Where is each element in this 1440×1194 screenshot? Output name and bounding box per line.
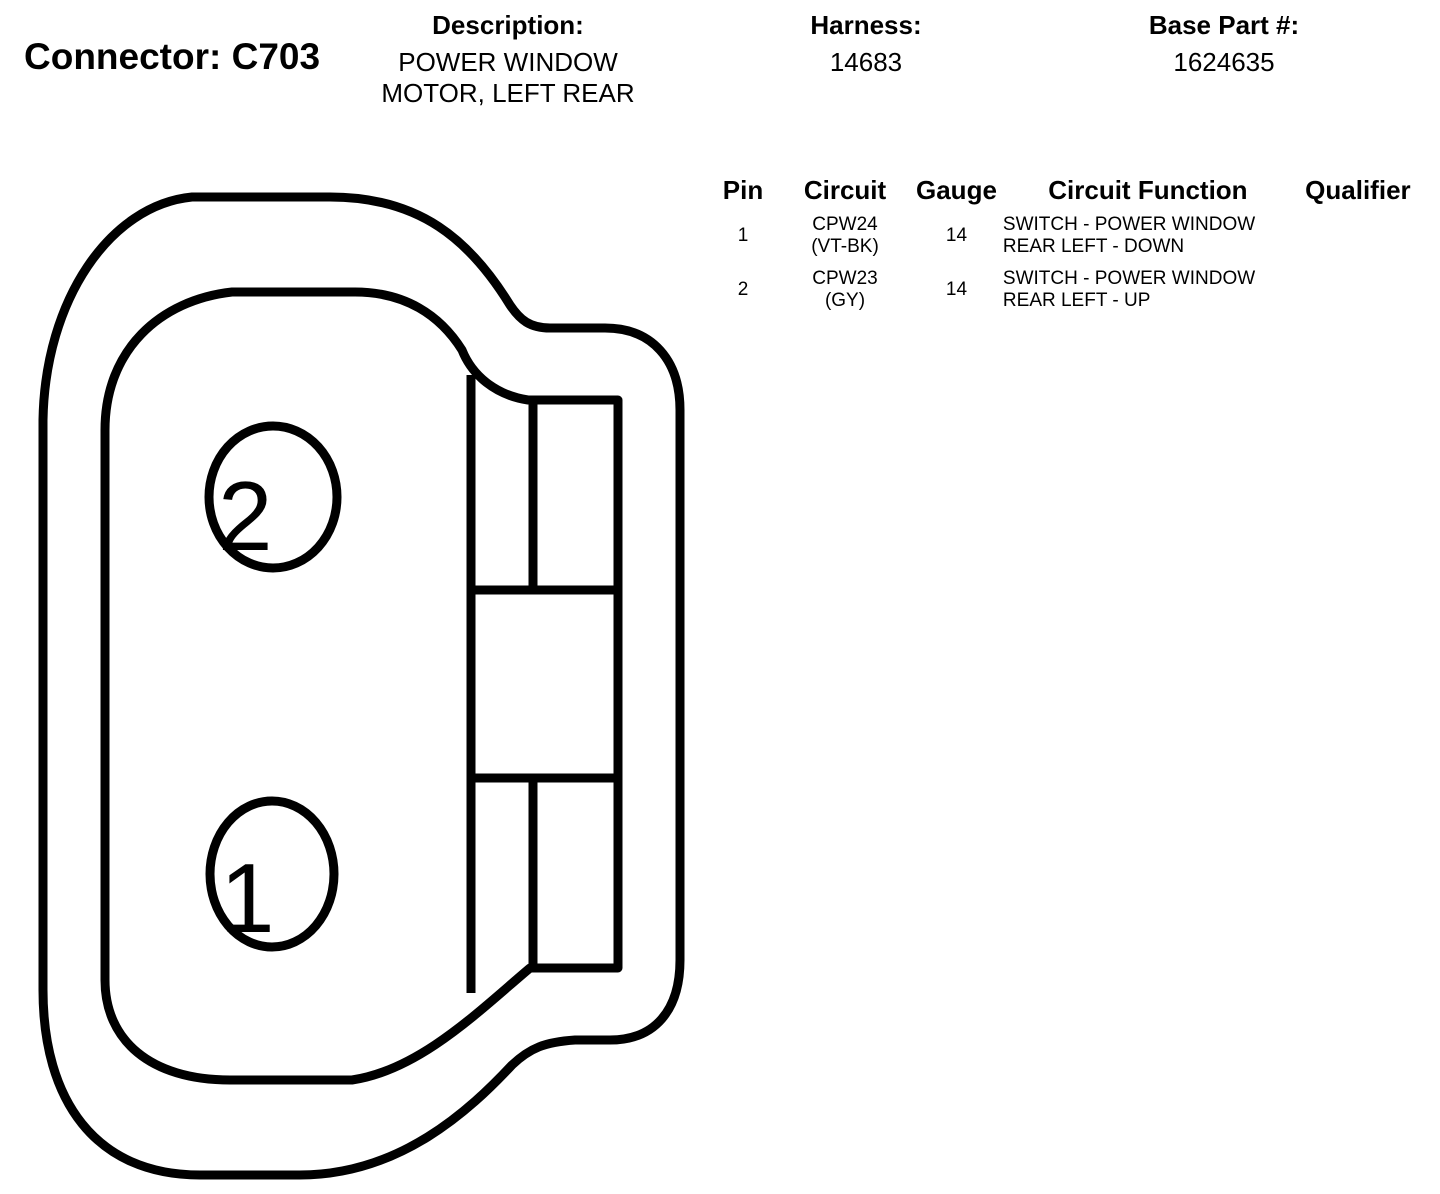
pin-cell: 2 — [737, 279, 749, 300]
gauge-cell: 14 — [945, 225, 968, 246]
circuit-header: Circuit — [803, 175, 887, 205]
connector-outer-outline — [38, 192, 685, 1180]
circuit-code: CPW24 — [812, 214, 878, 235]
pin-1-label: 1 — [220, 843, 275, 953]
gauge-header: Gauge — [916, 175, 997, 205]
pin-table: Pin Circuit Gauge Circuit Function Quali… — [712, 175, 1423, 322]
qualifier-header: Qualifier — [1305, 175, 1411, 205]
pin-header: Pin — [722, 175, 764, 205]
description-value: POWER WINDOW MOTOR, LEFT REAR — [358, 47, 658, 109]
pin-1-cavity — [205, 796, 339, 952]
pin-cell: 1 — [737, 225, 749, 246]
connector-inner-outline — [100, 287, 623, 1085]
function-line-1: SWITCH - POWER WINDOW — [1002, 268, 1256, 289]
connector-face-diagram: 2 1 — [38, 192, 685, 1180]
circuit-code: CPW23 — [812, 268, 878, 289]
base-part-label: Base Part #: — [1148, 10, 1300, 40]
circuit-cell: CPW23 (GY) — [774, 268, 916, 322]
connector-title: Connector: C703 — [24, 36, 321, 77]
harness-value: 14683 — [829, 47, 903, 77]
function-line-2: REAR LEFT - UP — [1002, 290, 1151, 311]
function-line-2: REAR LEFT - DOWN — [1002, 236, 1185, 257]
qualifier-cell — [1293, 214, 1423, 268]
circuit-function-header: Circuit Function — [1048, 175, 1248, 205]
function-line-1: SWITCH - POWER WINDOW — [1002, 214, 1256, 235]
pin-2-cavity — [204, 421, 342, 573]
gauge-cell: 14 — [945, 279, 968, 300]
pin-2-label: 2 — [218, 461, 273, 571]
description-line-1: POWER WINDOW — [398, 47, 618, 77]
description-label: Description: — [432, 10, 584, 40]
harness-label: Harness: — [810, 10, 922, 40]
qualifier-cell — [1293, 268, 1423, 322]
circuit-function-cell: SWITCH - POWER WINDOW REAR LEFT - UP — [997, 268, 1293, 322]
description-line-2: MOTOR, LEFT REAR — [381, 78, 635, 108]
table-row: 1 CPW24 (VT-BK) 14 SWITCH - POWER WINDOW… — [712, 214, 1423, 268]
table-row: 2 CPW23 (GY) 14 SWITCH - POWER WINDOW RE… — [712, 268, 1423, 322]
pin-table-header-row: Pin Circuit Gauge Circuit Function Quali… — [712, 175, 1423, 214]
circuit-cell: CPW24 (VT-BK) — [774, 214, 916, 268]
base-part-value: 1624635 — [1173, 47, 1275, 77]
circuit-color: (VT-BK) — [811, 236, 879, 257]
circuit-color: (GY) — [824, 290, 866, 311]
circuit-function-cell: SWITCH - POWER WINDOW REAR LEFT - DOWN — [997, 214, 1293, 268]
